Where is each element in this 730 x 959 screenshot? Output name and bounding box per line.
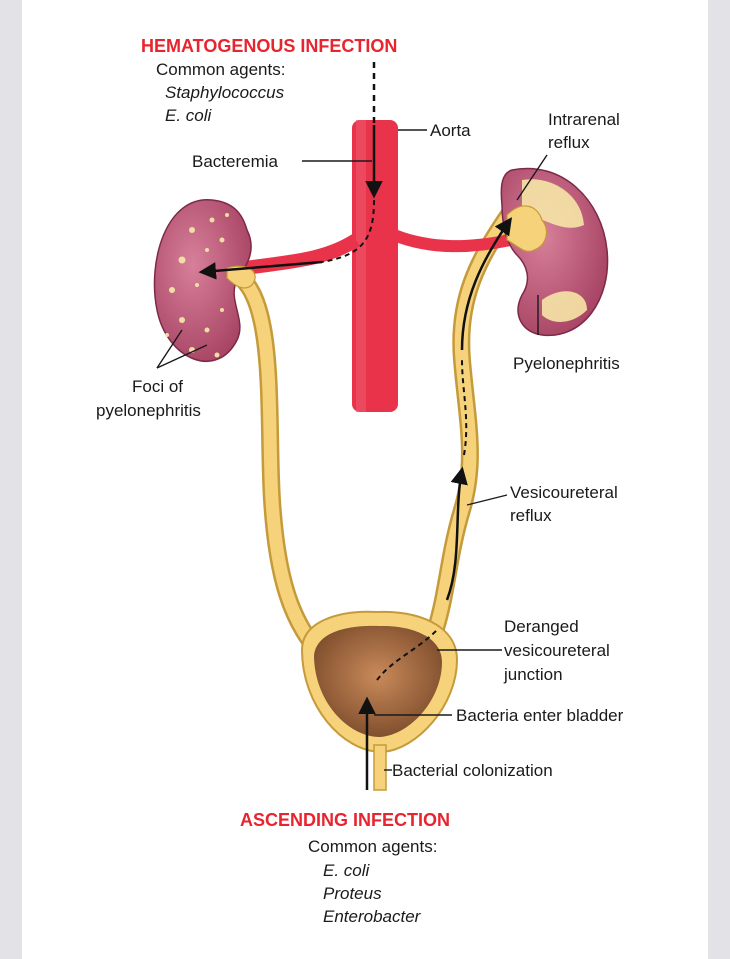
pyelonephritis-diagram: HEMATOGENOUS INFECTION Common agents: St… [22, 0, 708, 959]
vesicoureteral-reflux-label: reflux [510, 506, 552, 525]
vesicoureteral-reflux-label: Vesicoureteral [510, 483, 618, 502]
hematogenous-agent: Staphylococcus [165, 83, 285, 102]
intrarenal-reflux-label: reflux [548, 133, 590, 152]
deranged-junction-label: junction [503, 665, 563, 684]
bacteria-enter-bladder-label: Bacteria enter bladder [456, 706, 624, 725]
foci-label: pyelonephritis [96, 401, 201, 420]
figure-panel: HEMATOGENOUS INFECTION Common agents: St… [22, 0, 708, 959]
hematogenous-agents-label: Common agents: [156, 60, 285, 79]
ascending-agent: E. coli [323, 861, 371, 880]
intrarenal-reflux-label: Intrarenal [548, 110, 620, 129]
bacterial-colonization-label: Bacterial colonization [392, 761, 553, 780]
ascending-title: ASCENDING INFECTION [240, 810, 450, 830]
ascending-agent: Proteus [323, 884, 382, 903]
aorta-label: Aorta [430, 121, 471, 140]
bacteremia-label: Bacteremia [192, 152, 279, 171]
right-kidney [501, 168, 607, 335]
hematogenous-agent: E. coli [165, 106, 213, 125]
hematogenous-title: HEMATOGENOUS INFECTION [141, 36, 397, 56]
deranged-junction-label: vesicoureteral [504, 641, 610, 660]
foci-label: Foci of [132, 377, 183, 396]
pyelonephritis-label: Pyelonephritis [513, 354, 620, 373]
left-kidney [154, 200, 255, 362]
deranged-junction-label: Deranged [504, 617, 579, 636]
ascending-agent: Enterobacter [323, 907, 422, 926]
ascending-agents-label: Common agents: [308, 837, 437, 856]
